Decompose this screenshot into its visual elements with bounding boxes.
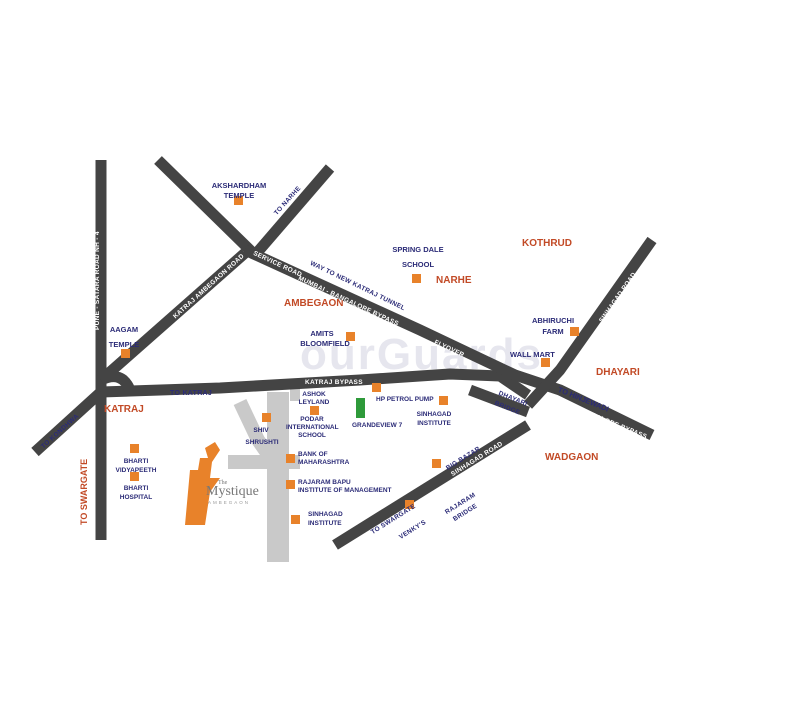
label-shiv-2: SHRUSHTI (245, 439, 279, 446)
label-rajaram: RAJARAM BAPU (298, 479, 351, 486)
label-akshardham: AKSHARDHAM TEMPLE (211, 181, 267, 200)
marker-hp-pump (372, 383, 381, 392)
area-dhayari: DHAYARI (596, 367, 640, 378)
sinhagad-road (332, 420, 531, 550)
marker-rajaram (286, 480, 295, 489)
label-hp-pump: HP PETROL PUMP (376, 396, 434, 403)
label-aagam-2: TEMPLE (108, 340, 140, 349)
dhayari-bridge-road (468, 384, 530, 418)
label-aagam: AAGAM (109, 325, 139, 334)
label-bharti-h: BHARTI (123, 485, 149, 492)
project-brand: Mystique (206, 484, 259, 499)
label-wall-mart: WALL MART (510, 350, 555, 359)
area-wadgaon: WADGAON (545, 452, 599, 463)
project-logo: The Mystique AMBEGAON (206, 480, 259, 505)
label-bank-2: MAHARASHTRA (298, 459, 350, 466)
marker-grandeview (356, 398, 365, 418)
road-label-to-swargate: TO SWARGATE (79, 458, 89, 525)
mumbai-bangalore-bypass (242, 244, 655, 440)
label-bharti-v: BHARTI (123, 458, 149, 465)
marker-venkys (405, 500, 414, 509)
label-amits: AMITS (310, 329, 334, 338)
project-sub: AMBEGAON (208, 500, 251, 505)
area-kothrud: KOTHRUD (522, 238, 572, 249)
narhe-road (250, 164, 335, 259)
marker-sinhagad-inst (439, 396, 448, 405)
label-bharti-h-2: HOSPITAL (119, 494, 153, 501)
label-sinhagad2: SINHAGAD (308, 511, 343, 518)
label-rajaram-2: INSTITUTE OF MANAGEMENT (298, 487, 392, 494)
marker-spring-dale (412, 274, 421, 283)
label-sinhagad2-2: INSTITUTE (308, 520, 342, 527)
local-lane-upper (233, 399, 278, 465)
label-ashok: ASHOK (302, 391, 326, 398)
project-prefix: The (218, 480, 228, 486)
label-sinhagad-inst: SINHAGAD (416, 411, 452, 418)
katraj-ambegaon-road (154, 156, 259, 259)
label-abhiruchi: ABHIRUCHI (531, 316, 575, 325)
label-sinhagad-inst-2: INSTITUTE (417, 420, 451, 427)
area-katraj: KATRAJ (104, 404, 144, 415)
road-label-pune-satara: PUNE - SATARA ROAD NH - 4 (94, 231, 101, 330)
katraj-bypass (100, 368, 532, 400)
label-podar: PODAR (300, 416, 324, 423)
marker-akshardham (234, 196, 243, 205)
sinhagad-bypass-upper (523, 236, 657, 409)
label-bank: BANK OF (298, 451, 328, 458)
label-ashok-2: LEYLAND (298, 399, 330, 406)
ambegaon-link-road (97, 248, 249, 385)
road-label-katraj-bypass: KATRAJ BYPASS (305, 379, 363, 386)
label-podar-3: SCHOOL (298, 432, 326, 439)
marker-bank (286, 454, 295, 463)
marker-abhiruchi (570, 327, 579, 336)
project-logo-shape (185, 442, 220, 525)
marker-bharti-v (130, 444, 139, 453)
marker-wall-mart (541, 358, 550, 367)
label-abhiruchi-2: FARM (542, 327, 564, 336)
label-spring-dale-2: SCHOOL (401, 260, 435, 269)
marker-aagam (121, 349, 130, 358)
marker-sinhagad2 (291, 515, 300, 524)
marker-big-bazar (432, 459, 441, 468)
marker-amits (346, 332, 355, 341)
label-grandeview: GRANDEVIEW 7 (352, 422, 403, 429)
label-spring-dale: SPRING DALE (392, 245, 444, 254)
katraj-kondhwa-road (31, 387, 105, 457)
label-amits-2: BLOOMFIELD (300, 339, 350, 348)
road-label-to-katraj: TO KATRAJ (170, 390, 213, 397)
marker-shiv (262, 413, 271, 422)
marker-bharti-h (130, 472, 139, 481)
label-shiv: SHIV (253, 427, 269, 434)
marker-ashok (310, 406, 319, 415)
area-narhe: NARHE (436, 275, 472, 286)
label-bharti-v-2: VIDYAPEETH (115, 467, 157, 474)
area-ambegaon: AMBEGAON (284, 298, 344, 309)
label-podar-2: INTERNATIONAL (286, 424, 339, 431)
